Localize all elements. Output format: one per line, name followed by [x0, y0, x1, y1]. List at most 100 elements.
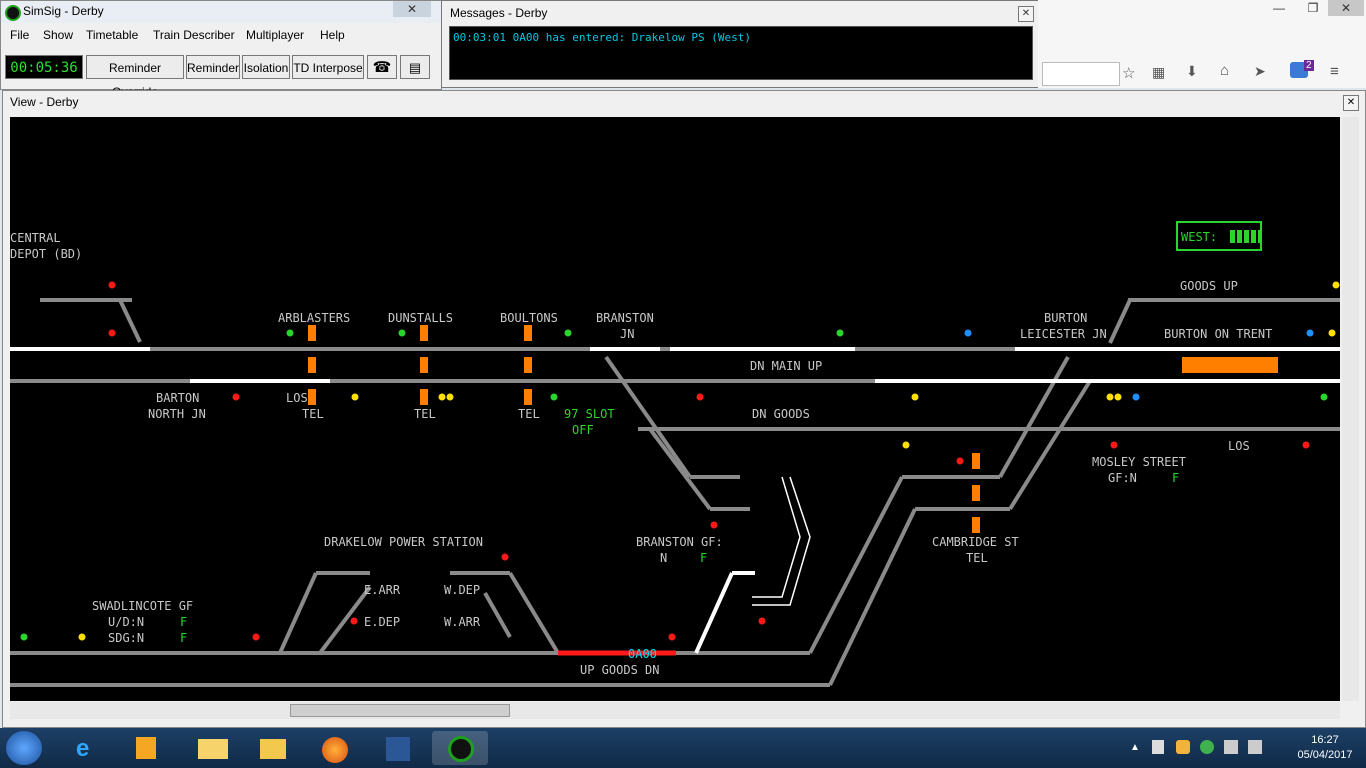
- vertical-scrollbar[interactable]: [1342, 117, 1359, 701]
- swadlincote-gf-label: SWADLINCOTE GF: [92, 599, 194, 613]
- tray-icon[interactable]: [1152, 740, 1164, 754]
- tray-clock[interactable]: 16:27 05/04/2017: [1290, 733, 1360, 763]
- show-hidden-icons-icon[interactable]: ▲: [1130, 742, 1140, 753]
- file-explorer-icon[interactable]: [186, 731, 242, 765]
- menu-file[interactable]: File: [10, 28, 30, 42]
- mosley-street-f-label: F: [1172, 471, 1180, 485]
- messages-title: Messages - Derby: [450, 6, 548, 20]
- main-title-bar: SimSig - Derby ✕: [1, 1, 441, 23]
- send-icon[interactable]: ➤: [1254, 63, 1266, 79]
- slot-97-label[interactable]: 97 SLOT: [564, 407, 615, 421]
- branston-gf-f-label: F: [700, 551, 708, 565]
- w-arr-label: W.ARR: [444, 615, 481, 629]
- goods-up-label: GOODS UP: [1180, 279, 1238, 293]
- simsig-app-icon: [5, 5, 21, 21]
- volume-muted-icon[interactable]: [1248, 740, 1262, 754]
- dunstalls-label: DUNSTALLS: [388, 311, 454, 325]
- maximize-icon[interactable]: ❐: [1307, 1, 1319, 15]
- slot-97-status: OFF: [572, 423, 594, 437]
- train-describer-berth[interactable]: 0A00: [628, 647, 657, 661]
- sdg-label: SDG:N: [108, 631, 145, 645]
- reminder-button[interactable]: Reminder: [186, 55, 240, 79]
- burton-leicester-jn-label: BURTON: [1044, 311, 1088, 325]
- drakelow-power-station-label: DRAKELOW POWER STATION: [324, 535, 483, 549]
- menu-timetable[interactable]: Timetable: [86, 28, 139, 42]
- los-label: LOS: [1228, 439, 1250, 453]
- signalling-diagram: CENTRAL DEPOT (BD) WEST: ARBLASTERS DUNS…: [10, 117, 1340, 701]
- hamburger-menu-icon[interactable]: ≡: [1330, 63, 1339, 80]
- arblasters-label: ARBLASTERS: [278, 311, 351, 325]
- telephone-icon[interactable]: ☎: [367, 55, 397, 79]
- main-window-title: SimSig - Derby: [23, 4, 104, 18]
- reader-view-icon[interactable]: [1042, 62, 1120, 86]
- horizontal-scrollbar[interactable]: [10, 702, 1340, 719]
- branston-jn-label: BRANSTON: [596, 311, 654, 325]
- messages-list: 00:03:01 0A00 has entered: Drakelow PS (…: [449, 26, 1033, 80]
- branston-gf-label: BRANSTON GF:: [636, 535, 723, 549]
- central-depot-label: DEPOT (BD): [10, 247, 83, 261]
- start-button[interactable]: [6, 731, 42, 765]
- media-player-icon[interactable]: [120, 731, 176, 765]
- branston-jn-label: JN: [620, 327, 635, 341]
- sdg-f-label: F: [180, 631, 188, 645]
- printer-icon[interactable]: ▤: [400, 55, 430, 79]
- simsig-taskbar-icon[interactable]: [432, 731, 488, 765]
- menu-show[interactable]: Show: [43, 28, 74, 42]
- tray-icon[interactable]: [1176, 740, 1190, 754]
- close-icon[interactable]: ✕: [1328, 0, 1364, 16]
- e-dep-label: E.DEP: [364, 615, 401, 629]
- menu-train-describer[interactable]: Train Describer: [153, 28, 235, 42]
- tray-icon[interactable]: [1200, 740, 1214, 754]
- horizontal-scroll-thumb[interactable]: [290, 704, 510, 717]
- w-dep-label: W.DEP: [444, 583, 481, 597]
- track-layout: [10, 281, 1340, 687]
- up-goods-dn-label: UP GOODS DN: [580, 663, 660, 677]
- dn-goods-label: DN GOODS: [752, 407, 810, 421]
- ud-f-label: F: [180, 615, 188, 629]
- internet-explorer-icon[interactable]: e: [76, 735, 90, 762]
- west-panel-label: WEST:: [1181, 230, 1218, 244]
- mosley-street-label: MOSLEY STREET: [1092, 455, 1186, 469]
- close-icon[interactable]: ✕: [393, 1, 431, 17]
- firefox-icon[interactable]: [308, 731, 364, 765]
- branston-gf-n-label: N: [660, 551, 668, 565]
- branston-loop: [752, 476, 811, 606]
- cambridge-st-label: CAMBRIDGE ST: [932, 535, 1019, 549]
- minimize-icon[interactable]: —: [1273, 1, 1285, 15]
- library-icon[interactable]: ▦: [1152, 64, 1166, 80]
- burton-on-trent-label: BURTON ON TRENT: [1164, 327, 1273, 341]
- close-icon[interactable]: ✕: [1018, 6, 1034, 22]
- view-title: View - Derby: [10, 95, 79, 109]
- tray-time: 16:27: [1311, 734, 1339, 746]
- west-panel[interactable]: WEST:: [1176, 221, 1262, 251]
- notification-badge: 2: [1304, 60, 1314, 71]
- tel-label: TEL: [414, 407, 436, 421]
- dn-main-up-label: DN MAIN UP: [750, 359, 823, 373]
- set-routes: [10, 347, 1340, 654]
- signal-lamps: [20, 281, 1340, 641]
- barton-north-jn-label: NORTH JN: [148, 407, 206, 421]
- tel-label: TEL: [518, 407, 540, 421]
- boultons-label: BOULTONS: [500, 311, 558, 325]
- td-interpose-button[interactable]: TD Interpose: [292, 55, 364, 79]
- home-icon[interactable]: ⌂: [1220, 62, 1230, 79]
- network-icon[interactable]: [1224, 740, 1238, 754]
- outlook-icon[interactable]: [246, 731, 302, 765]
- close-icon[interactable]: ✕: [1343, 95, 1359, 111]
- download-icon[interactable]: ⬇: [1186, 63, 1198, 79]
- star-icon[interactable]: ☆: [1122, 65, 1136, 82]
- reminder-override-button[interactable]: Reminder Override: [86, 55, 184, 99]
- isolation-button[interactable]: Isolation: [242, 55, 290, 79]
- los-label: LOS: [286, 391, 308, 405]
- tel-crossings: [308, 325, 1278, 533]
- ud-label: U/D:N: [108, 615, 145, 629]
- menu-help[interactable]: Help: [320, 28, 345, 42]
- browser-window: — ❐ ✕ ☆ ▦ ⬇ ⌂ ➤ 2 ≡: [1038, 0, 1366, 88]
- notification-icon[interactable]: [1290, 62, 1308, 78]
- track-segments: [10, 298, 1340, 687]
- word-icon[interactable]: [370, 731, 426, 765]
- messages-window: Messages - Derby ✕ 00:03:01 0A00 has ent…: [441, 0, 1040, 88]
- barton-north-jn-label: BARTON: [156, 391, 200, 405]
- menu-multiplayer[interactable]: Multiplayer: [246, 28, 305, 42]
- mosley-street-gf-label: GF:N: [1108, 471, 1137, 485]
